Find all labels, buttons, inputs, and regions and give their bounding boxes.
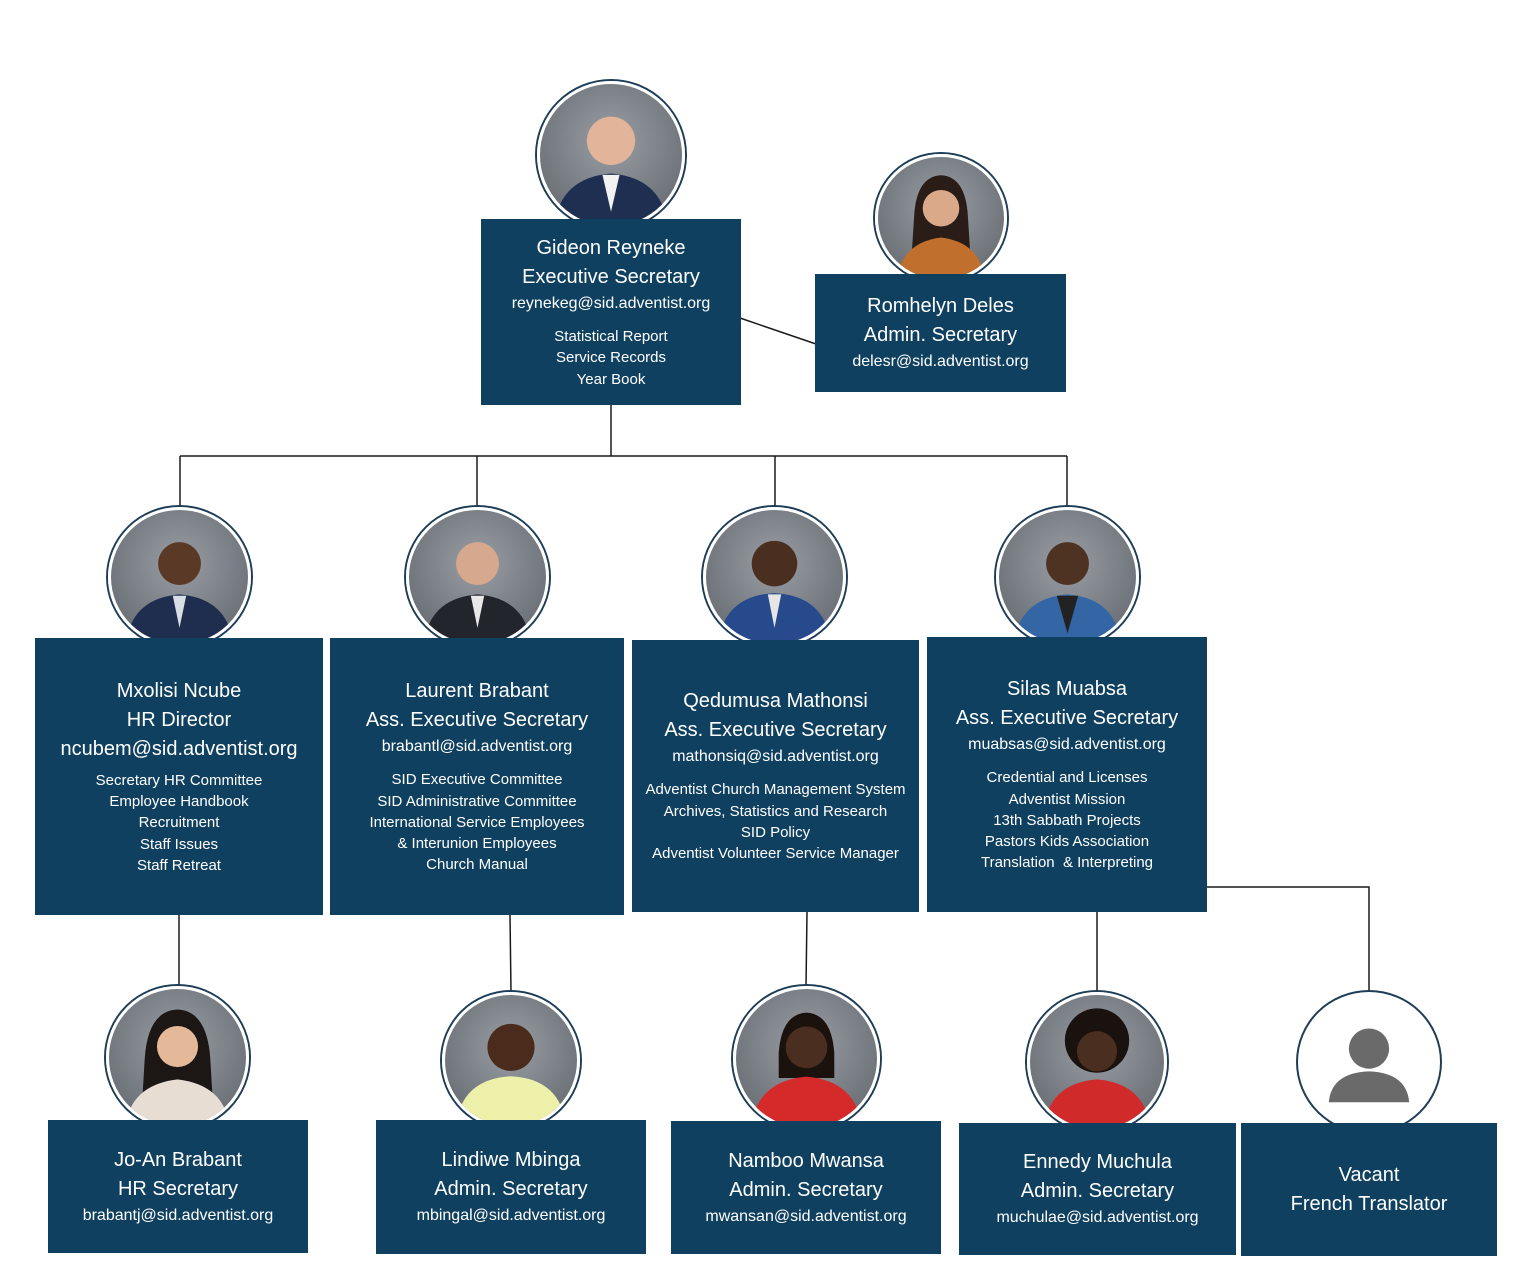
duty-item: Adventist Volunteer Service Manager [652,845,899,863]
duty-item: Archives, Statistics and Research [663,802,888,820]
duty-item: International Service Employees [369,813,585,831]
duty-item: SID Administrative Committee [377,792,577,810]
card-role: French Translator [1290,1192,1448,1215]
card-top-executive: Gideon Reyneke Executive Secretary reyne… [481,219,741,405]
card-email: brabantj@sid.adventist.org [82,1206,274,1224]
card-name: Gideon Reyneke [536,237,686,260]
card-role: Executive Secretary [522,266,700,289]
duty-item: & Interunion Employees [397,835,557,853]
avatar-jo-an-brabant [106,986,249,1129]
card-role: Ass. Executive Secretary [365,709,589,732]
card-role: HR Secretary [117,1177,239,1200]
avatar-ennedy-muchula [1027,992,1167,1132]
duty-item: SID Policy [740,824,811,841]
card-name: Jo-An Brabant [114,1148,242,1171]
duty-item: SID Executive Committee [391,771,563,789]
duty-item: Church Manual [426,856,528,874]
duties-list: Secretary HR Committee Employee Handbook… [96,770,263,876]
duties-list: Credential and Licenses Adventist Missio… [981,767,1153,873]
duty-item: Year Book [576,370,646,388]
card-role: Admin. Secretary [1020,1180,1175,1202]
card-role: Admin. Secretary [729,1178,883,1201]
card-hr-director: Mxolisi Ncube HR Director ncubem@sid.adv… [35,638,323,915]
card-ass-exec-mathonsi: Qedumusa Mathonsi Ass. Executive Secreta… [632,640,919,912]
connector-brabant-to-lindiwe [509,914,512,994]
card-admin-secretary-mbinga: Lindiwe Mbinga Admin. Secretary mbingal@… [376,1120,646,1254]
duty-item: Recruitment [138,814,220,832]
card-email: delesr@sid.adventist.org [852,353,1029,370]
avatar-laurent-brabant [406,507,549,647]
card-name: Silas Muabsa [1006,678,1128,701]
duties-list: Statistical Report Service Records Year … [554,326,667,390]
duty-item: Adventist Church Management System [645,781,906,799]
card-email: brabantl@sid.adventist.org [381,738,573,756]
card-email: muchulae@sid.adventist.org [996,1209,1199,1226]
card-email: mwansan@sid.adventist.org [705,1207,907,1225]
duty-item: Employee Handbook [109,793,249,811]
avatar-romhelyn-deles [875,154,1007,282]
card-name: Romhelyn Deles [867,295,1014,317]
card-email: reynekeg@sid.adventist.org [511,295,711,313]
duty-item: Pastors Kids Association [984,833,1150,851]
duty-item: Service Records [555,349,667,367]
duty-item: Secretary HR Committee [95,771,263,789]
connector-top-to-assistant [739,317,817,345]
avatar-qedumusa-mathonsi [703,507,846,647]
connector-muabsa-to-vacant [1207,886,1370,993]
card-ass-exec-brabant: Laurent Brabant Ass. Executive Secretary… [330,638,624,915]
duty-item: Adventist Mission [1008,790,1126,808]
avatar-vacant-placeholder [1298,992,1440,1132]
duties-list: SID Executive Committee SID Administrati… [369,769,584,875]
card-name: Vacant [1338,1163,1400,1186]
card-email: mbingal@sid.adventist.org [416,1207,606,1224]
card-email: muabsas@sid.adventist.org [968,736,1166,754]
card-role: HR Director [126,708,232,731]
avatar-namboo-mwansa [733,986,880,1131]
card-role: Ass. Executive Secretary [955,707,1179,730]
duty-item: Staff Issues [139,835,219,853]
card-admin-secretary-mwansa: Namboo Mwansa Admin. Secretary mwansan@s… [671,1121,941,1254]
card-role: Ass. Executive Secretary [664,719,887,742]
card-name: Ennedy Muchula [1023,1151,1172,1173]
avatar-lindiwe-mbinga [442,992,580,1129]
duty-item: Statistical Report [554,328,668,346]
card-name: Lindiwe Mbinga [441,1149,581,1171]
card-french-translator: Vacant French Translator [1241,1123,1497,1256]
avatar-mxolisi-ncube [108,507,251,647]
card-admin-secretary-muchula: Ennedy Muchula Admin. Secretary muchulae… [959,1123,1236,1255]
duty-item: Staff Retreat [137,856,221,874]
duties-list: Adventist Church Management System Archi… [645,779,905,864]
connector-mathonsi-to-namboo [805,911,808,988]
card-role: Admin. Secretary [863,324,1018,346]
card-role: Admin. Secretary [434,1178,588,1200]
card-email: ncubem@sid.adventist.org [60,737,298,760]
card-ass-exec-muabsa: Silas Muabsa Ass. Executive Secretary mu… [927,637,1207,912]
duty-item: Credential and Licenses [986,769,1148,787]
card-admin-secretary-top: Romhelyn Deles Admin. Secretary delesr@s… [815,274,1066,392]
card-name: Laurent Brabant [405,680,549,703]
duty-item: Translation & Interpreting [980,854,1154,872]
card-hr-secretary: Jo-An Brabant HR Secretary brabantj@sid.… [48,1120,308,1253]
avatar-silas-muabsa [996,507,1139,647]
card-name: Qedumusa Mathonsi [683,690,868,713]
card-name: Mxolisi Ncube [116,679,242,702]
card-email: mathonsiq@sid.adventist.org [672,748,879,766]
avatar-gideon-reyneke [537,81,685,229]
card-name: Namboo Mwansa [728,1149,884,1172]
duty-item: 13th Sabbath Projects [993,811,1141,829]
